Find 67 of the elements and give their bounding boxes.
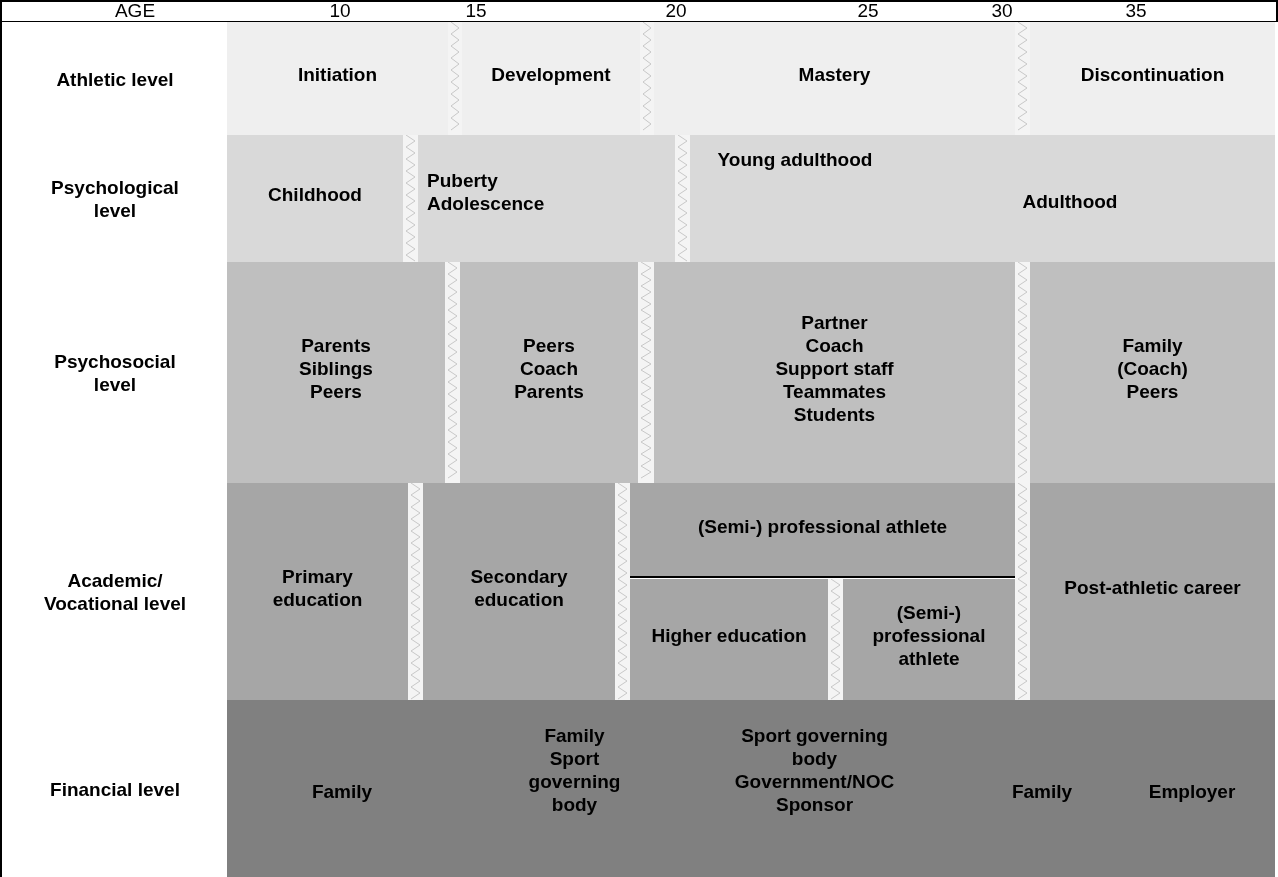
stage-band [423,483,615,700]
stage-band [843,579,1015,700]
age-label: 30 [990,0,1014,22]
stage-band [418,135,675,262]
row-label: Psychosocial level [53,349,177,396]
stage-band [227,483,408,700]
stage-text: (Coach) [1117,357,1188,380]
stage-text: Young adulthood [716,148,874,171]
stage-text: Adolescence [427,192,546,215]
stage-text: Siblings [299,357,373,380]
stage-band [227,700,1275,877]
stage-text: Secondary education [469,564,569,611]
stage-band [654,22,1015,135]
stage-text: Teammates [781,380,888,403]
stage-band [1030,22,1275,135]
stage-text: Adulthood [1021,190,1119,213]
row-label: Psychological level [50,175,180,222]
stage-text: Peers [309,380,363,403]
stage-band [630,579,828,700]
stage-text: Peers [1125,380,1180,403]
stage-text: Family [310,780,374,803]
row-label: Athletic level [55,67,175,90]
age-label: 25 [856,0,880,22]
stage-band [227,22,448,135]
stage-band [227,262,445,483]
stage-band [1030,262,1275,483]
stage-text: Government/NOC [733,770,896,793]
stage-band [227,135,403,262]
stage-text: Family [543,724,606,747]
stage-text: Sport governing body [527,747,622,816]
stage-text: Development [491,63,611,86]
age-label: 10 [328,0,352,22]
stage-band [460,262,638,483]
stage-text: Parents [300,334,372,357]
stage-text: Sponsor [774,793,855,816]
stage-text: Sport governing body [740,724,889,770]
stage-text: Students [792,403,877,426]
stage-text: Peers [522,334,576,357]
stage-text: (Semi-) professional athlete [871,601,987,670]
age-label: 35 [1124,0,1148,22]
age-label: AGE [113,0,157,22]
stage-text: Partner [800,311,869,334]
stage-text: Employer [1147,780,1237,803]
stage-text: Discontinuation [1080,63,1225,86]
stage-band [690,135,1275,262]
stage-text: Coach [518,357,580,380]
stage-text: Higher education [651,624,807,647]
stage-band [1030,483,1275,700]
stage-text: (Semi-) professional athlete [697,514,948,538]
stage-text: Coach [804,334,865,357]
stage-band [462,22,640,135]
stage-text: Family [1010,780,1074,803]
stage-band [654,262,1015,483]
stage-band [630,483,1015,577]
stage-text: Initiation [297,63,378,86]
row-label: Academic/ Vocational level [42,568,188,615]
stage-text: Support staff [775,357,894,380]
row-label: Financial level [49,777,181,800]
stage-text: Puberty [427,169,499,192]
stage-text: Mastery [798,63,871,86]
stage-text: Parents [514,380,584,403]
stage-text: Childhood [268,183,362,206]
stage-text: Family [1121,334,1184,357]
age-label: 20 [664,0,688,22]
stage-text: Post-athletic career [1064,576,1241,599]
stage-text: Primary education [271,564,364,611]
age-label: 15 [464,0,488,22]
